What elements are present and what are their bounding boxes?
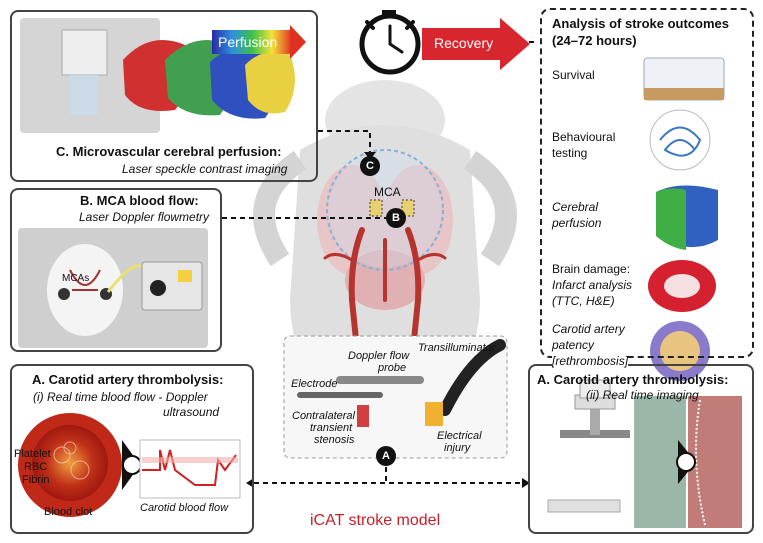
outcomes-panel [540,8,754,358]
clot-circle-inner [32,425,108,501]
blood-clot-label: Blood clot [44,506,93,518]
perfusion-label: Perfusion [218,34,278,50]
mcas-label: MCAs [62,273,90,284]
panel-b [10,188,222,352]
panel-b-title: B. MCA blood flow: [80,193,199,208]
panel-a1-subtitle-1: (i) Real time blood flow - Doppler [33,390,208,404]
carotid-label-2: patency [552,338,595,352]
stopwatch-icon [359,10,421,75]
doppler-probe-label-1: Doppler flow [348,350,410,362]
carotid-label-1: Carotid artery [552,322,625,336]
electrical-label-1: Electrical [437,430,482,442]
behavioural-label-2: testing [552,146,588,160]
panel-a2-subtitle: (ii) Real time imaging [586,388,699,402]
perfusion-maps [123,40,295,119]
marker-c: C [360,156,380,176]
cerebral-label-1: Cerebral [552,200,599,214]
outcomes-title-2: (24–72 hours) [552,33,637,48]
survival-label: Survival [552,68,595,82]
panel-a1-title: A. Carotid artery thrombolysis: [32,372,224,387]
electrical-label-2: injury [444,442,471,454]
mca-label: MCA [374,185,401,199]
rbc-label: RBC [24,461,48,473]
contralateral-label-2: transient [310,422,353,434]
surgery-tools [297,339,506,427]
marker-a: A [376,446,396,466]
microscope [547,379,630,513]
contralateral-label-3: stenosis [314,434,355,446]
doppler-probe-label-2: probe [378,362,407,374]
behavioural-label-1: Behavioural [552,130,616,144]
carotid-label-3: [rethrombosis] [552,354,629,368]
panel-b-subtitle: Laser Doppler flowmetry [79,210,210,224]
model-title: iCAT stroke model [310,512,441,529]
panel-c [10,10,318,182]
carotid-arteries [323,227,447,423]
transilluminator-label: Transilluminator [418,342,496,354]
outcomes-title-1: Analysis of stroke outcomes [552,16,729,31]
marker-b: B [386,208,406,228]
perfusion-arrow-bar [212,30,292,54]
panel-a2 [528,364,754,534]
platelet-label: Platelet [14,448,51,460]
cerebral-label-2: perfusion [552,216,602,230]
electrode-label: Electrode [291,378,338,390]
infarct-label-1: Infarct analysis [552,278,633,292]
contralateral-label-1: Contralateral [292,410,355,422]
carotid-flow-label: Carotid blood flow [140,502,229,514]
panel-c-title: C. Microvascular cerebral perfusion: [56,144,282,159]
panel-a2-title: A. Carotid artery thrombolysis: [537,372,729,387]
panel-a1-subtitle-2: ultrasound [163,405,220,419]
live-image-2 [688,396,742,528]
recovery-arrow [422,18,530,70]
recovery-label: Recovery [434,35,494,51]
brain-damage-label: Brain damage: [552,262,631,276]
fibrin-label: Fibrin [22,474,50,486]
panel-a1 [10,364,254,534]
panel-c-subtitle: Laser speckle contrast imaging [122,162,288,176]
infarct-label-2: (TTC, H&E) [552,294,615,308]
